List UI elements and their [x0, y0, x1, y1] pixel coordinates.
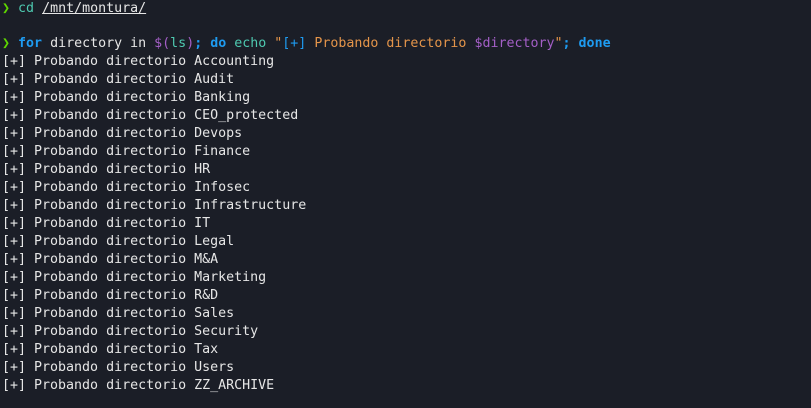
prompt-chevron-icon: ❯ — [2, 36, 11, 51]
keyword-in: in — [130, 36, 147, 51]
prompt-chevron-icon: ❯ — [2, 1, 11, 16]
keyword-for: for — [18, 36, 43, 51]
semicolon: ; — [194, 36, 203, 51]
path-argument[interactable]: /mnt/montura/ — [42, 1, 147, 16]
command-echo: echo — [226, 36, 267, 51]
output-line: [+] Probando directorio IT — [2, 216, 211, 231]
semicolon: ; — [562, 36, 571, 51]
output-line: [+] Probando directorio Finance — [2, 144, 251, 159]
output-line: [+] Probando directorio Users — [2, 360, 235, 375]
subst-open: $( — [146, 36, 171, 51]
loop-variable: directory — [42, 36, 131, 51]
subst-command: ls — [170, 36, 187, 51]
output-line: [+] Probando directorio Banking — [2, 90, 251, 105]
keyword-done: done — [570, 36, 611, 51]
output-line: [+] Probando directorio HR — [2, 162, 211, 177]
quote-close: " — [554, 36, 563, 51]
output-line: [+] Probando directorio Security — [2, 324, 259, 339]
output-line: [+] Probando directorio Audit — [2, 72, 235, 87]
command-line-for-loop: ❯ for directory in $(ls); do echo "[+] P… — [2, 35, 611, 53]
output-line: [+] Probando directorio ZZ_ARCHIVE — [2, 378, 275, 393]
output-line: [+] Probando directorio R&D — [2, 288, 219, 303]
output-line: [+] Probando directorio Infosec — [2, 180, 251, 195]
output-line: [+] Probando directorio Tax — [2, 342, 219, 357]
string-variable: $directory — [474, 36, 555, 51]
output-line: [+] Probando directorio Infrastructure — [2, 198, 307, 213]
string-text: Probando directorio — [306, 36, 475, 51]
command-line-cd: ❯ cd /mnt/montura/ — [2, 0, 146, 18]
output-line: [+] Probando directorio Marketing — [2, 270, 267, 285]
output-line: [+] Probando directorio CEO_protected — [2, 108, 299, 123]
subst-close: ) — [186, 36, 195, 51]
keyword-do: do — [202, 36, 227, 51]
string-bracket: [+] — [282, 36, 307, 51]
output-line: [+] Probando directorio Legal — [2, 234, 235, 249]
output-line: [+] Probando directorio Sales — [2, 306, 235, 321]
output-line: [+] Probando directorio Devops — [2, 126, 243, 141]
command-cd: cd — [18, 1, 35, 16]
output-line: [+] Probando directorio Accounting — [2, 54, 275, 69]
quote-open: " — [266, 36, 283, 51]
output-line: [+] Probando directorio M&A — [2, 252, 219, 267]
